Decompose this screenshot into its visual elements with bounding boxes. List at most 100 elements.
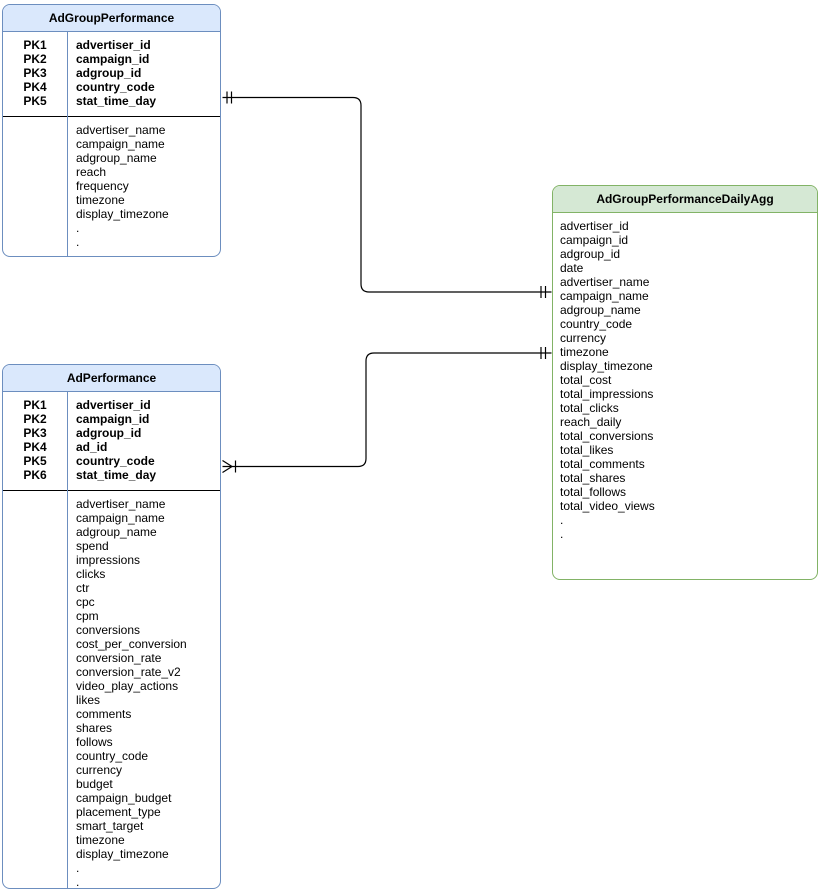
field-name: . (76, 875, 80, 889)
field-row: advertiser_name (553, 275, 817, 289)
field-name: adgroup_name (560, 303, 641, 317)
field-row: adgroup_id (553, 247, 817, 261)
field-name: currency (560, 331, 607, 345)
field-row: . (3, 221, 220, 235)
pk-field-name: campaign_id (76, 412, 150, 426)
field-row: . (553, 513, 817, 527)
field-row: clicks (3, 567, 220, 581)
field-name: campaign_name (76, 137, 165, 151)
field-name: follows (76, 735, 113, 749)
field-name: total_follows (560, 485, 627, 499)
field-name: country_code (76, 749, 149, 763)
entity-body: PK1 advertiser_id PK2 campaign_id PK3 ad… (3, 32, 220, 256)
cardinality-many-marker (222, 459, 237, 474)
field-name: video_play_actions (76, 679, 179, 693)
field-row: . (553, 527, 817, 541)
pk-label: PK3 (23, 426, 47, 440)
field-row: total_shares (553, 471, 817, 485)
pk-field-name: country_code (76, 80, 155, 94)
field-row: adgroup_name (553, 303, 817, 317)
field-name: total_video_views (560, 499, 655, 513)
entity-adgroupperformance[interactable]: AdGroupPerformance PK1 advertiser_id PK2… (2, 4, 221, 257)
field-row: campaign_name (3, 511, 220, 525)
field-row: cpc (3, 595, 220, 609)
field-name: adgroup_id (560, 247, 621, 261)
field-row: currency (553, 331, 817, 345)
field-row: total_conversions (553, 429, 817, 443)
field-row: advertiser_id (553, 219, 817, 233)
field-name: display_timezone (560, 359, 653, 373)
primary-key-row: PK6 stat_time_day (3, 468, 220, 482)
field-name: comments (76, 707, 132, 721)
primary-key-row: PK3 adgroup_id (3, 426, 220, 440)
pk-label: PK4 (23, 440, 47, 454)
pk-field-name: country_code (76, 454, 155, 468)
field-name: conversion_rate (76, 651, 162, 665)
primary-key-row: PK4 country_code (3, 80, 220, 94)
field-row: spend (3, 539, 220, 553)
field-name: currency (76, 763, 123, 777)
field-row: display_timezone (3, 207, 220, 221)
pk-label: PK1 (23, 398, 47, 412)
field-section: advertiser_id campaign_id adgroup_id dat… (553, 213, 817, 549)
field-name: timezone (76, 833, 125, 847)
field-name: campaign_id (560, 233, 629, 247)
field-row: placement_type (3, 805, 220, 819)
field-name: campaign_budget (76, 791, 172, 805)
field-row: likes (3, 693, 220, 707)
field-row: country_code (553, 317, 817, 331)
field-name: total_clicks (560, 401, 619, 415)
field-row: advertiser_name (3, 497, 220, 511)
field-name: total_cost (560, 373, 612, 387)
field-row: total_clicks (553, 401, 817, 415)
field-row: currency (3, 763, 220, 777)
field-name: frequency (76, 179, 129, 193)
field-name: advertiser_name (560, 275, 650, 289)
cardinality-one-and-only-one-marker (540, 286, 547, 298)
field-name: impressions (76, 553, 141, 567)
field-row: budget (3, 777, 220, 791)
field-row: comments (3, 707, 220, 721)
field-row: adgroup_name (3, 525, 220, 539)
pk-label: PK1 (23, 38, 47, 52)
entity-title: AdGroupPerformance (3, 5, 220, 32)
field-row: campaign_id (553, 233, 817, 247)
field-row: total_likes (553, 443, 817, 457)
field-name: budget (76, 777, 113, 791)
primary-key-row: PK2 campaign_id (3, 412, 220, 426)
field-name: total_impressions (560, 387, 654, 401)
primary-key-row: PK2 campaign_id (3, 52, 220, 66)
field-row: smart_target (3, 819, 220, 833)
field-row: impressions (3, 553, 220, 567)
connector-adgroupperformance-to-dailyagg (222, 96, 552, 293)
cardinality-one-and-only-one-marker (540, 347, 547, 359)
entity-adgroupperformancedailyagg[interactable]: AdGroupPerformanceDailyAgg advertiser_id… (552, 185, 818, 580)
entity-adperformance[interactable]: AdPerformance PK1 advertiser_id PK2 camp… (2, 364, 221, 889)
entity-body: advertiser_id campaign_id adgroup_id dat… (553, 213, 817, 579)
primary-key-row: PK1 advertiser_id (3, 398, 220, 412)
connector-adperformance-to-dailyagg (222, 352, 552, 468)
pk-label: PK4 (23, 80, 47, 94)
field-row: total_video_views (553, 499, 817, 513)
field-row: campaign_budget (3, 791, 220, 805)
field-name: conversions (76, 623, 141, 637)
field-row: . (3, 875, 220, 889)
field-row: . (3, 861, 220, 875)
field-name: . (76, 221, 80, 235)
primary-key-row: PK5 stat_time_day (3, 94, 220, 108)
pk-field-name: ad_id (76, 440, 108, 454)
field-name: . (560, 513, 564, 527)
field-name: total_conversions (560, 429, 654, 443)
cardinality-one-and-only-one-marker (226, 91, 233, 104)
field-name: reach_daily (560, 415, 622, 429)
field-name: cpm (76, 609, 99, 623)
field-row: timezone (553, 345, 817, 359)
field-section: advertiser_name campaign_name adgroup_na… (3, 116, 220, 256)
field-name: shares (76, 721, 113, 735)
field-row: cost_per_conversion (3, 637, 220, 651)
field-name: total_comments (560, 457, 645, 471)
field-name: smart_target (76, 819, 144, 833)
field-name: display_timezone (76, 847, 169, 861)
pk-field-name: stat_time_day (76, 468, 157, 482)
field-row: video_play_actions (3, 679, 220, 693)
